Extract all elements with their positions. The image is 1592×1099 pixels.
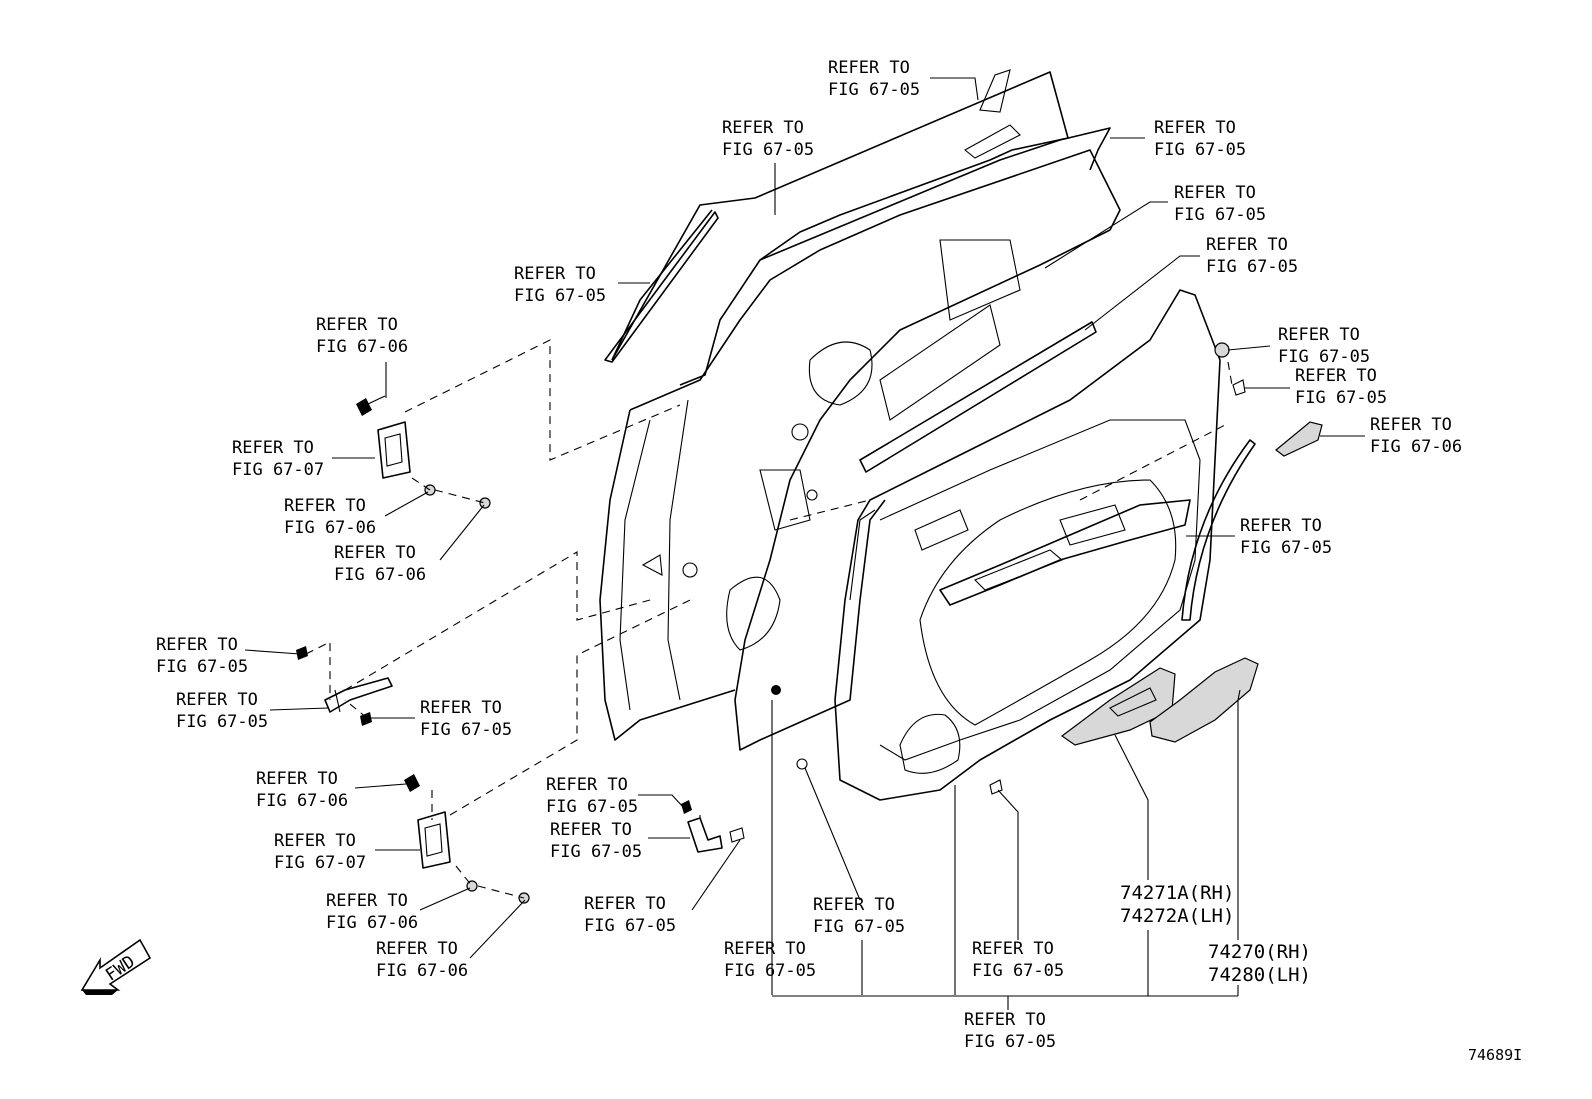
part-number-74280: 74280(LH) xyxy=(1208,964,1311,986)
part-number-74272a: 74272A(LH) xyxy=(1120,905,1234,927)
callout-fig-67-06-l1: REFER TO xyxy=(326,891,408,911)
callout-fig-67-05-l2: FIG 67-05 xyxy=(156,657,248,677)
callout-fig-67-05-l1: REFER TO xyxy=(1174,183,1256,203)
callout-fig-67-05-l1: REFER TO xyxy=(1154,118,1236,138)
callout-fig-67-05-l1: REFER TO xyxy=(964,1010,1046,1030)
callout-fig-67-05-l2: FIG 67-05 xyxy=(420,720,512,740)
part-number-74271a: 74271A(RH) xyxy=(1120,882,1234,904)
callout-fig-67-05-l2: FIG 67-05 xyxy=(1240,538,1332,558)
callout-fig-67-05-l1: REFER TO xyxy=(514,264,596,284)
callout-fig-67-07-l2: FIG 67-07 xyxy=(274,853,366,873)
callout-fig-67-05-l2: FIG 67-05 xyxy=(546,797,638,817)
callout-fig-67-05-l1: REFER TO xyxy=(156,635,238,655)
callout-fig-67-05-l1: REFER TO xyxy=(550,820,632,840)
callout-fig-67-05-l2: FIG 67-05 xyxy=(1206,257,1298,277)
leader-lines xyxy=(244,77,1365,1010)
callout-fig-67-05-l2: FIG 67-05 xyxy=(1154,140,1246,160)
callout-fig-67-05-l1: REFER TO xyxy=(420,698,502,718)
callout-fig-67-05-l2: FIG 67-05 xyxy=(1278,347,1370,367)
callout-fig-67-07-l2: FIG 67-07 xyxy=(232,460,324,480)
callout-fig-67-06-l2: FIG 67-06 xyxy=(256,791,348,811)
callout-fig-67-05-l2: FIG 67-05 xyxy=(828,80,920,100)
callout-fig-67-06-l1: REFER TO xyxy=(334,543,416,563)
callout-fig-67-06-l1: REFER TO xyxy=(376,939,458,959)
callout-fig-67-05-l1: REFER TO xyxy=(724,939,806,959)
callout-fig-67-05-l1: REFER TO xyxy=(828,58,910,78)
callout-fig-67-05-l1: REFER TO xyxy=(176,690,258,710)
callouts: REFER TO FIG 67-05 REFER TO FIG 67-05 RE… xyxy=(156,58,1522,1064)
door-frame-drawing xyxy=(599,69,1221,801)
callout-fig-67-06-l2: FIG 67-06 xyxy=(326,913,418,933)
callout-fig-67-05-l2: FIG 67-05 xyxy=(514,286,606,306)
callout-fig-67-05-l1: REFER TO xyxy=(1206,235,1288,255)
callout-fig-67-07-l1: REFER TO xyxy=(274,831,356,851)
callout-fig-67-06-l2: FIG 67-06 xyxy=(316,337,408,357)
figure-code: 74689I xyxy=(1468,1046,1522,1064)
callout-fig-67-05-l2: FIG 67-05 xyxy=(813,917,905,937)
callout-fig-67-05-l1: REFER TO xyxy=(813,895,895,915)
callout-fig-67-05-l2: FIG 67-05 xyxy=(724,961,816,981)
callout-fig-67-05-l2: FIG 67-05 xyxy=(722,140,814,160)
callout-fig-67-06-l2: FIG 67-06 xyxy=(334,565,426,585)
callout-fig-67-06-l2: FIG 67-06 xyxy=(284,518,376,538)
callout-fig-67-05-l2: FIG 67-05 xyxy=(176,712,268,732)
callout-fig-67-05-l1: REFER TO xyxy=(584,894,666,914)
assembly-lines xyxy=(305,339,1233,899)
callout-fig-67-06-l1: REFER TO xyxy=(256,769,338,789)
callout-fig-67-05-l1: REFER TO xyxy=(1278,325,1360,345)
callout-fig-67-05-l1: REFER TO xyxy=(546,775,628,795)
callout-fig-67-06-l2: FIG 67-06 xyxy=(376,961,468,981)
callout-fig-67-06-l1: REFER TO xyxy=(316,315,398,335)
callout-fig-67-05-l2: FIG 67-05 xyxy=(972,961,1064,981)
callout-fig-67-05-l2: FIG 67-05 xyxy=(550,842,642,862)
callout-fig-67-05-l1: REFER TO xyxy=(972,939,1054,959)
fwd-arrow-icon: FWD xyxy=(80,938,152,995)
callout-fig-67-05-l1: REFER TO xyxy=(722,118,804,138)
callout-fig-67-05-l2: FIG 67-05 xyxy=(964,1032,1056,1052)
fasteners-and-brackets xyxy=(296,342,1323,904)
callout-fig-67-05-l2: FIG 67-05 xyxy=(1174,205,1266,225)
callout-fig-67-06-l2: FIG 67-06 xyxy=(1370,437,1462,457)
callout-fig-67-06-l1: REFER TO xyxy=(284,496,366,516)
callout-fig-67-05-l2: FIG 67-05 xyxy=(1295,388,1387,408)
callout-fig-67-07-l1: REFER TO xyxy=(232,438,314,458)
callout-fig-67-05-l1: REFER TO xyxy=(1240,516,1322,536)
callout-fig-67-05-l1: REFER TO xyxy=(1295,366,1377,386)
part-number-74270: 74270(RH) xyxy=(1208,941,1311,963)
callout-fig-67-06-l1: REFER TO xyxy=(1370,415,1452,435)
callout-fig-67-05-l2: FIG 67-05 xyxy=(584,916,676,936)
